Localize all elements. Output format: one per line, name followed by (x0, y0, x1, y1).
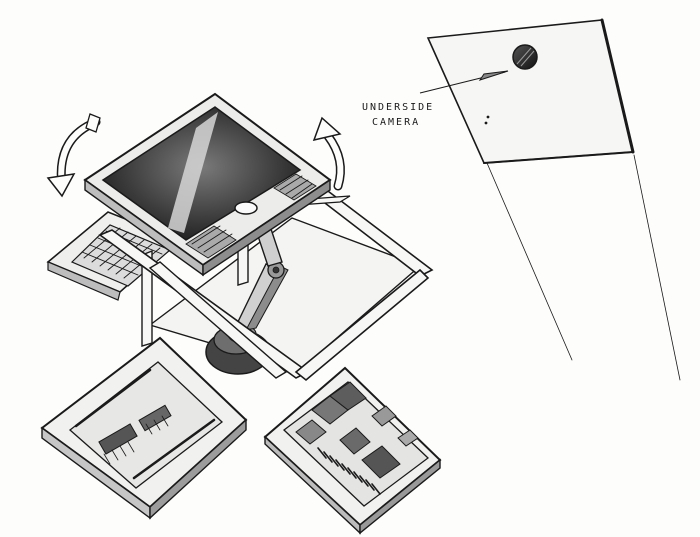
annotation-arrow-icon (419, 70, 509, 94)
display-tablet (83, 92, 332, 277)
camera-icon (234, 201, 258, 215)
rotate-left-arrow-icon (46, 113, 101, 198)
support-frame (98, 184, 434, 382)
ceiling-panel (426, 18, 681, 381)
keyboard-tray (46, 211, 180, 301)
circuit-board-tray (263, 366, 442, 535)
breadboard-tray (40, 336, 248, 520)
rotate-right-arrow-icon (312, 116, 345, 191)
camera-lens-icon (512, 44, 538, 70)
label-line-1: UNDERSIDE (362, 102, 435, 113)
label-line-2: CAMERA (372, 117, 421, 128)
underside-camera-label: UNDERSIDE CAMERA (362, 100, 462, 130)
screen (101, 106, 302, 241)
